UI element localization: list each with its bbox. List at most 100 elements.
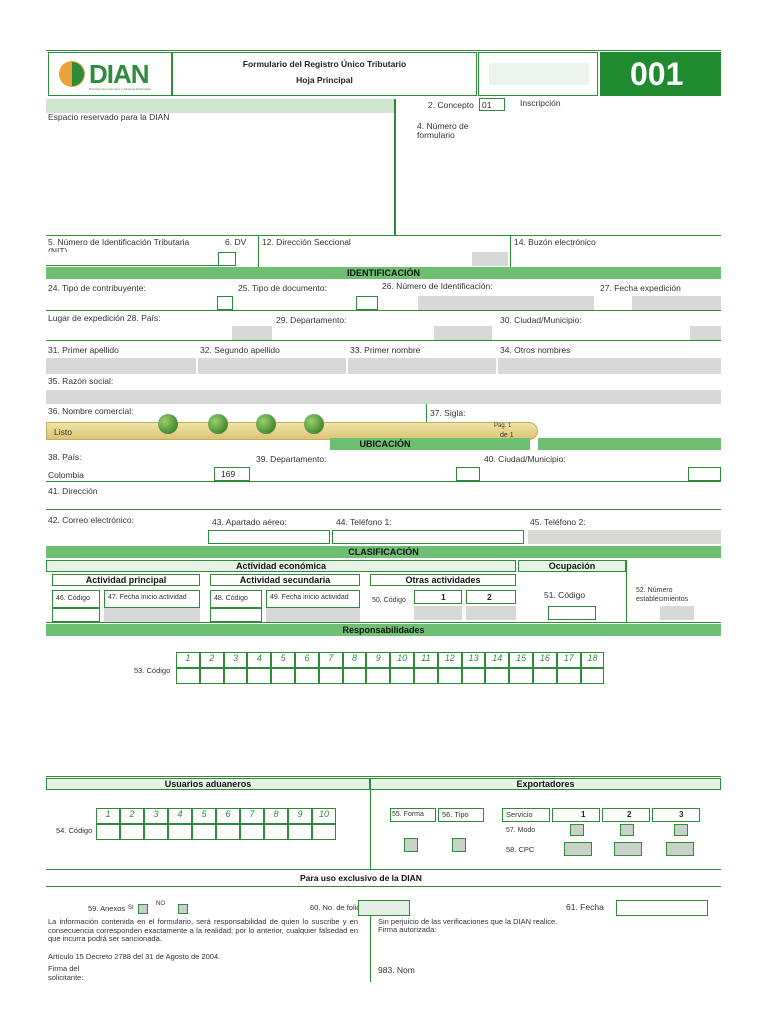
concept-field[interactable]: 01 [479, 98, 505, 111]
country-code: 169 [221, 469, 236, 479]
f24-field[interactable] [217, 296, 233, 310]
f27-label: 27. Fecha expedición [600, 283, 681, 293]
responsabilidad-cell-8[interactable] [342, 668, 367, 684]
f32-field[interactable] [198, 358, 346, 374]
anexos-si: SI [128, 905, 134, 911]
aduanero-cell-10[interactable] [312, 824, 336, 840]
responsabilidad-cell-5[interactable] [271, 668, 295, 684]
responsabilidad-cell-14[interactable] [485, 668, 510, 684]
f40-field[interactable] [688, 467, 721, 481]
aduanero-cell-3[interactable] [144, 824, 168, 840]
servicio-2: 2 [627, 810, 632, 819]
anexos-si-box[interactable] [138, 904, 148, 914]
f53-label: 53. Código [134, 666, 171, 675]
reserved-band [46, 99, 394, 113]
f46-field[interactable] [52, 608, 100, 622]
responsabilidad-cell-1[interactable] [176, 668, 200, 684]
f34-field[interactable] [498, 358, 721, 374]
f57-field-1[interactable] [570, 824, 584, 836]
f29-field[interactable] [434, 326, 492, 340]
f28-field[interactable] [232, 326, 272, 340]
f47-field[interactable] [104, 608, 200, 622]
responsabilidad-cell-18[interactable] [580, 668, 605, 684]
aduanero-cell-4[interactable] [168, 824, 192, 840]
f39-field[interactable] [456, 467, 480, 481]
toolbar-button-2[interactable] [208, 414, 228, 434]
f51-field[interactable] [548, 606, 596, 620]
responsabilidad-cell-7[interactable] [318, 668, 343, 684]
anexos-no-box[interactable] [178, 904, 188, 914]
nit-field[interactable] [46, 252, 218, 266]
f48-field[interactable] [210, 608, 262, 622]
f30-field[interactable] [690, 326, 721, 340]
f25-field[interactable] [356, 296, 378, 310]
responsabilidad-cell-15[interactable] [509, 668, 533, 684]
f57-label: 57. Modo [506, 827, 536, 834]
aduanero-cell-2[interactable] [120, 824, 144, 840]
toolbar-button-3[interactable] [256, 414, 276, 434]
f34-label: 34. Otros nombres [500, 345, 571, 355]
f61-field[interactable] [616, 900, 708, 916]
aduanero-cell-9[interactable] [288, 824, 312, 840]
form-number-box: 001 [600, 52, 721, 96]
f43-field[interactable] [208, 530, 330, 544]
f52-label: 52. Número establecimientos [636, 587, 689, 603]
responsabilidad-cell-6[interactable] [295, 668, 319, 684]
servicio-1: 1 [581, 810, 586, 819]
f31-field[interactable] [46, 358, 196, 374]
f57-field-2[interactable] [620, 824, 634, 836]
aduanero-cell-6[interactable] [216, 824, 240, 840]
responsabilidad-cell-11[interactable] [414, 668, 438, 684]
f37-label: 37. Sigla: [430, 408, 466, 418]
responsabilidad-cell-9[interactable] [366, 668, 391, 684]
responsabilidad-cell-17[interactable] [556, 668, 581, 684]
aduanero-cell-7[interactable] [240, 824, 264, 840]
toolbar-button-4[interactable] [304, 414, 324, 434]
f33-field[interactable] [348, 358, 496, 374]
aduanero-cell-1[interactable] [96, 824, 120, 840]
responsabilidad-cell-13[interactable] [461, 668, 486, 684]
f42-field[interactable] [46, 530, 208, 544]
country-code-field[interactable]: 169 [214, 467, 250, 481]
ubicacion-band [538, 438, 721, 450]
f45-field[interactable] [528, 530, 721, 544]
f50-field-1[interactable] [414, 606, 462, 620]
responsabilidad-cell-12[interactable] [437, 668, 462, 684]
f58-field-1[interactable] [564, 842, 592, 856]
responsabilidad-cell-2[interactable] [199, 668, 224, 684]
concept-label: 2. Concepto [428, 100, 474, 110]
f56-label: 56. Tipo [442, 810, 469, 819]
otras-1: 1 [441, 592, 446, 602]
f60-field[interactable] [358, 900, 410, 916]
f44-field[interactable] [332, 530, 524, 544]
actividad-principal-title: Actividad principal [85, 575, 167, 585]
f33-label: 33. Primer nombre [350, 345, 421, 355]
f49-field[interactable] [266, 608, 360, 622]
seccional-field[interactable] [472, 252, 508, 266]
responsabilidad-cell-10[interactable] [390, 668, 414, 684]
responsabilidad-number-18: 18 [580, 652, 605, 668]
responsabilidad-cell-3[interactable] [223, 668, 248, 684]
aduanero-cell-5[interactable] [192, 824, 216, 840]
f50-field-2[interactable] [466, 606, 516, 620]
aduanero-cell-8[interactable] [264, 824, 288, 840]
articulo-text: Artículo 15 Decreto 2788 del 31 de Agost… [48, 952, 221, 961]
f52-field[interactable] [660, 606, 694, 620]
f30-label: 30. Ciudad/Municipio: [500, 315, 582, 325]
f58-field-2[interactable] [614, 842, 642, 856]
aduanero-number-5: 5 [192, 808, 216, 824]
responsabilidad-cell-4[interactable] [247, 668, 272, 684]
f58-field-3[interactable] [666, 842, 694, 856]
f35-field[interactable] [46, 390, 721, 404]
f57-field-3[interactable] [674, 824, 688, 836]
f55-field[interactable] [404, 838, 418, 852]
f27-field[interactable] [632, 296, 721, 310]
identificacion-band [46, 267, 721, 279]
responsabilidad-cell-16[interactable] [533, 668, 557, 684]
f41-field[interactable] [46, 498, 721, 510]
dv-field[interactable] [218, 252, 236, 266]
f26-field[interactable] [418, 296, 594, 310]
toolbar-button-1[interactable] [158, 414, 178, 434]
f56-field[interactable] [452, 838, 466, 852]
